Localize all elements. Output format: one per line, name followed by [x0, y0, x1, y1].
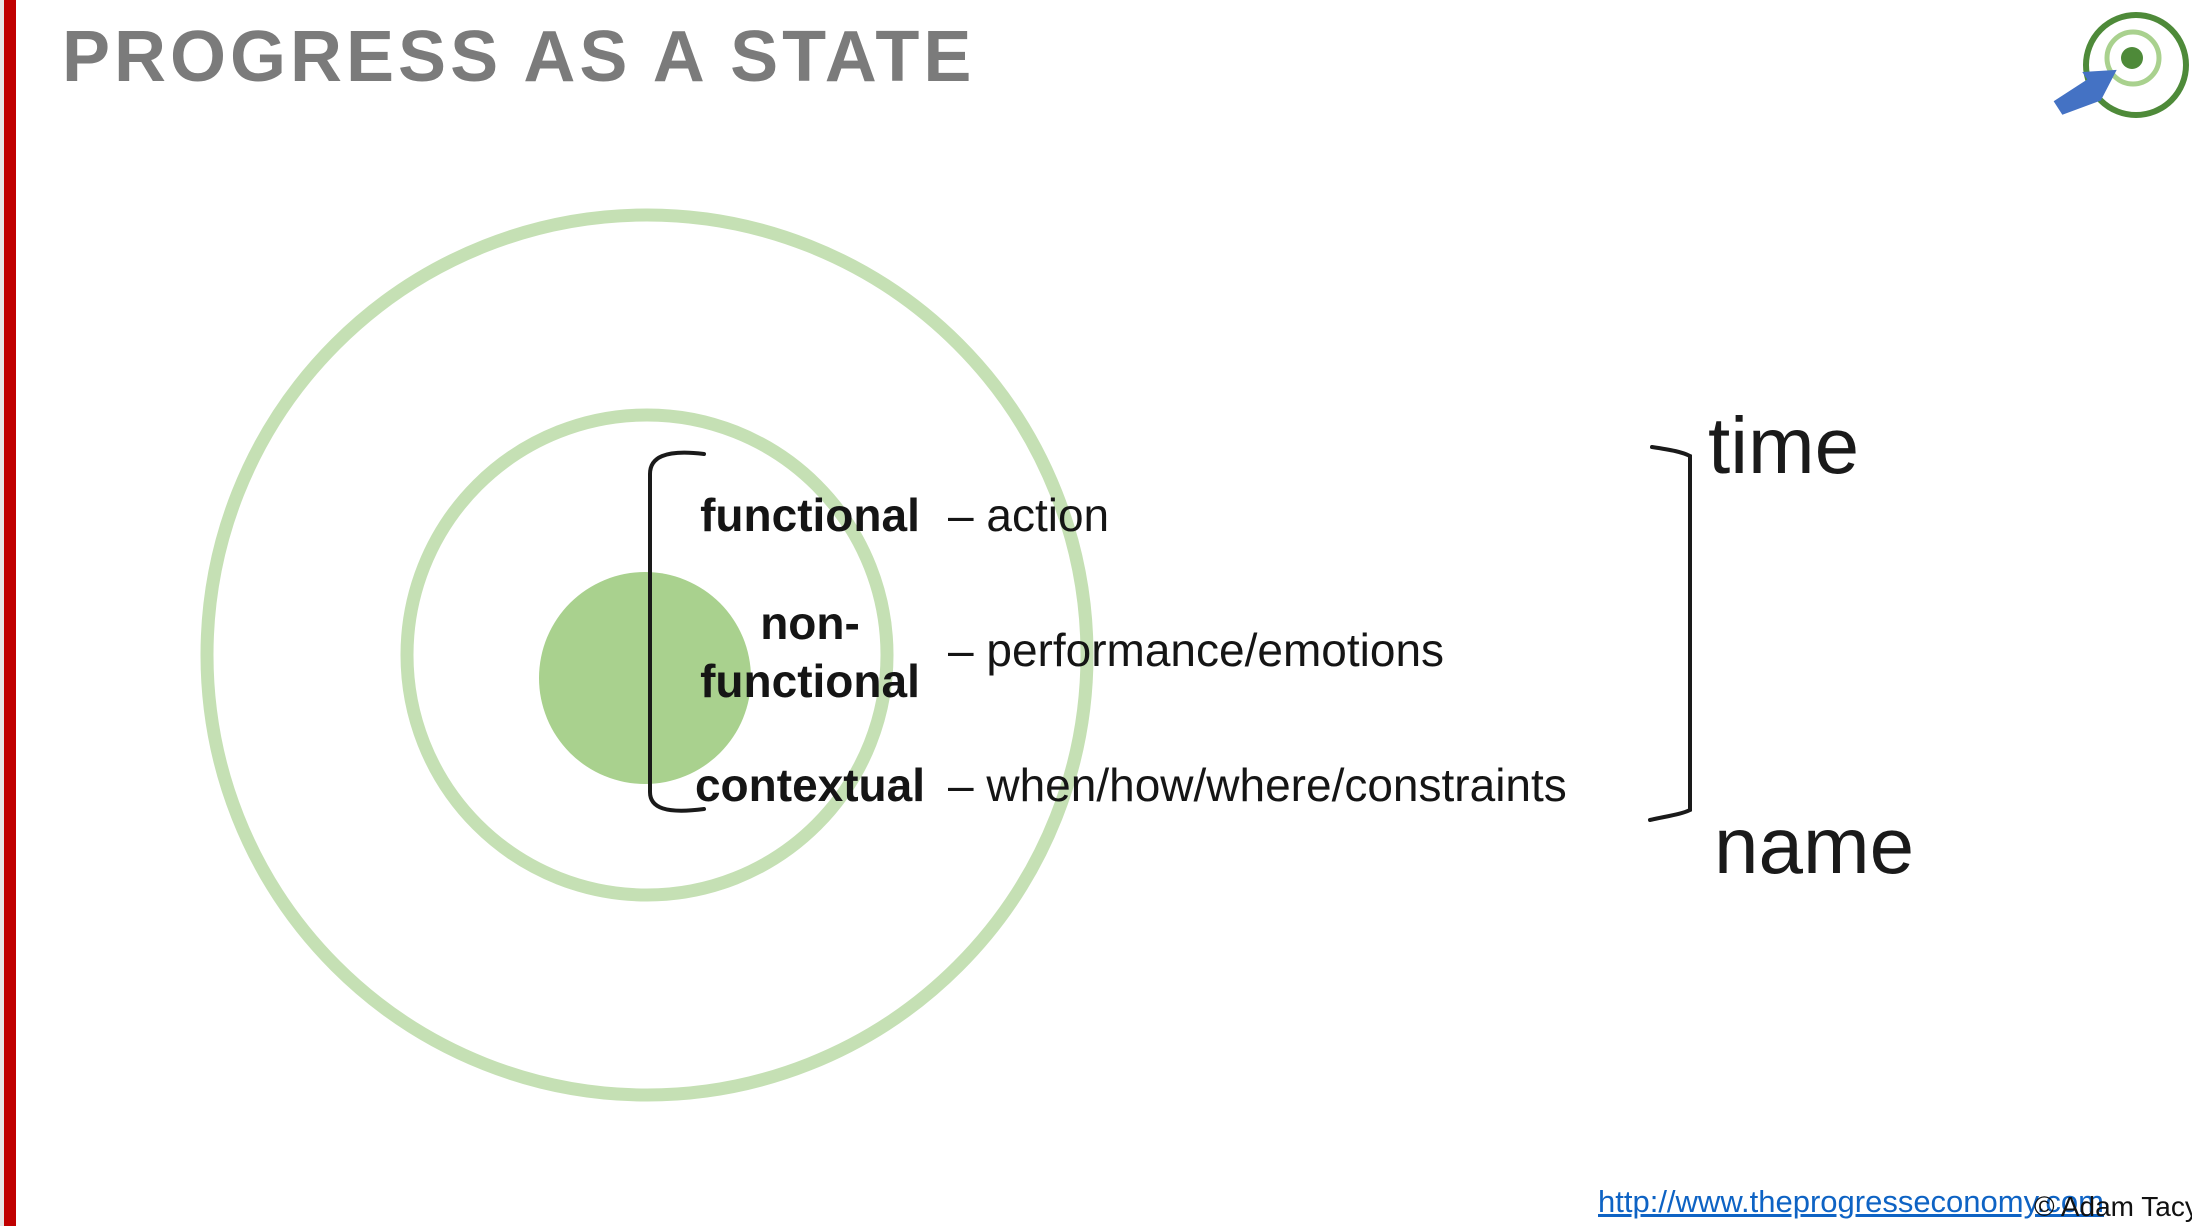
time-label: time [1708, 401, 1860, 490]
bullseye-arrow-icon [2053, 12, 2189, 118]
name-label: name [1714, 801, 1915, 890]
right-bracket [1648, 445, 1692, 822]
logo-center-dot [2121, 47, 2143, 69]
arrow-icon [2053, 69, 2117, 115]
red-accent-bar [4, 0, 16, 1226]
attribute-label-non-functional: non- functional [700, 597, 920, 707]
attribute-description-non-functional: – performance/emotions [948, 624, 1445, 676]
outer-circle [200, 208, 1094, 1102]
page-title: PROGRESS AS A STATE [62, 17, 976, 97]
left-bracket [648, 450, 706, 813]
core-circle [539, 572, 751, 784]
logo-inner-ring [2104, 29, 2162, 87]
footer-link[interactable]: http://www.theprogresseconomy.com [1598, 1184, 2104, 1219]
copyright-text: © Adam Tacy [2034, 1191, 2192, 1222]
attribute-label-contextual: contextual [694, 759, 926, 811]
attribute-description-contextual: – when/how/where/constraints [948, 759, 1567, 811]
logo-outer-ring [2083, 12, 2189, 118]
attribute-label-functional: functional [700, 489, 920, 541]
middle-circle [400, 408, 894, 902]
attribute-description-functional: – action [948, 489, 1110, 541]
slide-edge-strip [0, 0, 4, 1226]
